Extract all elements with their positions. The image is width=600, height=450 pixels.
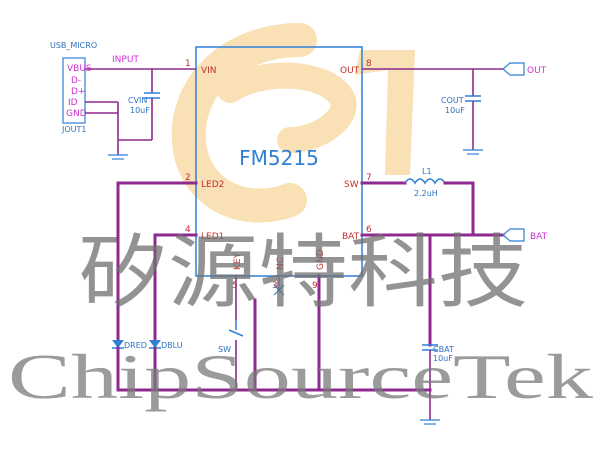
wire-led-return (116, 346, 432, 392)
l1-ref: L1 (422, 167, 432, 176)
connector-ref: JOUT1 (61, 125, 87, 134)
cbat-ref: CBAT (433, 345, 454, 354)
pin-num-2: 2 (185, 173, 191, 183)
pin-name-bat: BAT (342, 232, 360, 242)
cout-value: 10uF (445, 106, 465, 115)
bat-port-icon (502, 228, 525, 242)
watermark-english: ChipSourceTek (8, 341, 593, 412)
usb-connector (62, 57, 86, 124)
connector-title: USB_MICRO (50, 41, 97, 50)
wire-led2 (116, 181, 198, 342)
pin-name-key: KEY (233, 252, 243, 270)
led-blue-ref: DBLU (161, 341, 183, 350)
net-out-label: OUT (527, 66, 547, 76)
pin-name-led2: LED2 (201, 180, 224, 190)
pin-num-1: 1 (185, 59, 191, 69)
pin-name-gnd: GND (316, 249, 326, 270)
cvin-ref: CVIN (128, 96, 147, 105)
cbat-value: 10uF (433, 354, 453, 363)
pin-name-led1: LED1 (201, 232, 224, 242)
pin-num-8: 8 (366, 59, 372, 69)
cout-ref: COUT (441, 96, 464, 105)
connector-pin-dminus: D- (71, 76, 81, 86)
pin-name-vin: VIN (201, 66, 217, 76)
pin-name-out: OUT (340, 66, 360, 76)
connector-pin-id: ID (68, 98, 78, 108)
net-bat-label: BAT (530, 232, 548, 242)
switch-ref: SW (218, 345, 231, 354)
inductor-l1 (404, 178, 446, 185)
out-port-icon (502, 62, 525, 76)
connector-pin-dplus: D+ (71, 87, 85, 97)
pin-name-sw: SW (344, 180, 359, 190)
ic-name: FM5215 (239, 146, 319, 170)
net-input-label: INPUT (112, 55, 139, 65)
connector-pin-gnd: GND (66, 109, 87, 119)
connector-pin-vbus: VBUS (67, 64, 92, 74)
wire-led1 (153, 233, 198, 342)
pin-name-nc: NC (276, 257, 286, 270)
led-red-ref: DRED (124, 341, 147, 350)
cvin-value: 10uF (130, 106, 150, 115)
chipsourcetek-logo (171, 23, 415, 223)
pin-num-6: 6 (366, 225, 372, 235)
pin-num-9: 9 (312, 281, 318, 291)
led-red-icon (112, 340, 124, 348)
pin-num-7: 7 (366, 173, 372, 183)
pin-num-5: 5 (232, 281, 238, 291)
led-blue-icon (149, 340, 161, 348)
watermark-chinese: 矽源特科技 (78, 226, 528, 319)
pin-num-4: 4 (185, 225, 191, 235)
l1-value: 2.2uH (414, 189, 438, 198)
